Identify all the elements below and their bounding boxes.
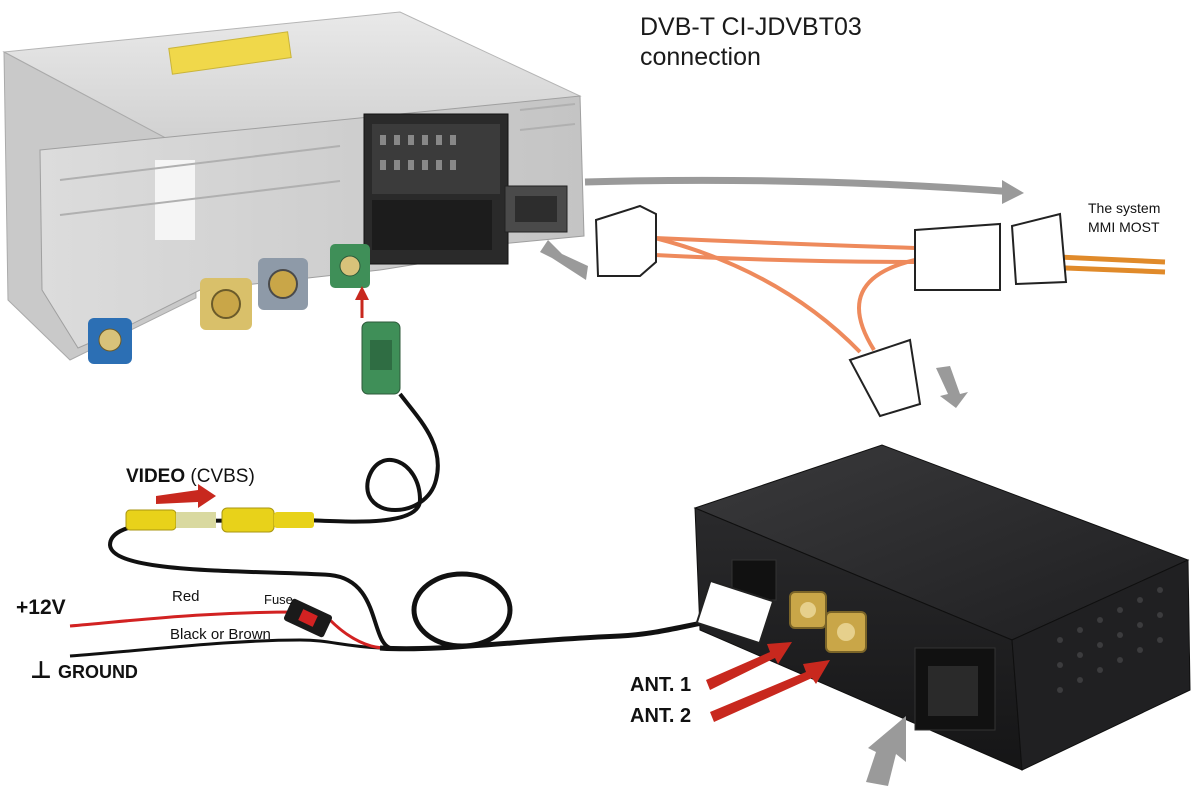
red-wire-label: Red — [172, 588, 200, 605]
ant2-label: ANT. 2 — [630, 705, 692, 727]
fakra-connector-icon — [88, 244, 370, 364]
head-unit-image — [2, 11, 585, 364]
rca-connector-icon — [125, 507, 314, 533]
ground-symbol-icon: ⊥ — [30, 657, 52, 684]
diagram-title: DVB-T CI-JDVBT03 connection — [640, 12, 862, 72]
title-line-2: connection — [640, 43, 761, 71]
video-label-bold: VIDEO — [126, 466, 186, 487]
fuse-label: Fuse — [264, 592, 293, 607]
most-connector-icon — [594, 204, 1068, 418]
title-line-1: DVB-T CI-JDVBT03 — [640, 13, 862, 41]
black-wire-label: Black or Brown — [170, 626, 271, 643]
power-wires — [69, 571, 721, 658]
video-cable — [107, 286, 440, 650]
fuse-icon — [283, 598, 333, 638]
mmi-most-label: The system MMI MOST — [1088, 199, 1160, 237]
mmi-line-2: MMI MOST — [1088, 219, 1160, 235]
antenna-arrows — [706, 642, 830, 722]
ground-text: GROUND — [57, 662, 138, 682]
dvbt-module-image — [693, 444, 1191, 786]
most-harness — [540, 176, 1166, 418]
plus12v-label: +12V — [16, 596, 66, 619]
video-label-rest: (CVBS) — [185, 466, 255, 487]
mmi-line-1: The system — [1088, 200, 1161, 216]
ant1-label: ANT. 1 — [630, 674, 692, 696]
video-label: VIDEO (CVBS) — [126, 466, 255, 488]
ground-label: ⊥GROUND — [30, 656, 138, 685]
